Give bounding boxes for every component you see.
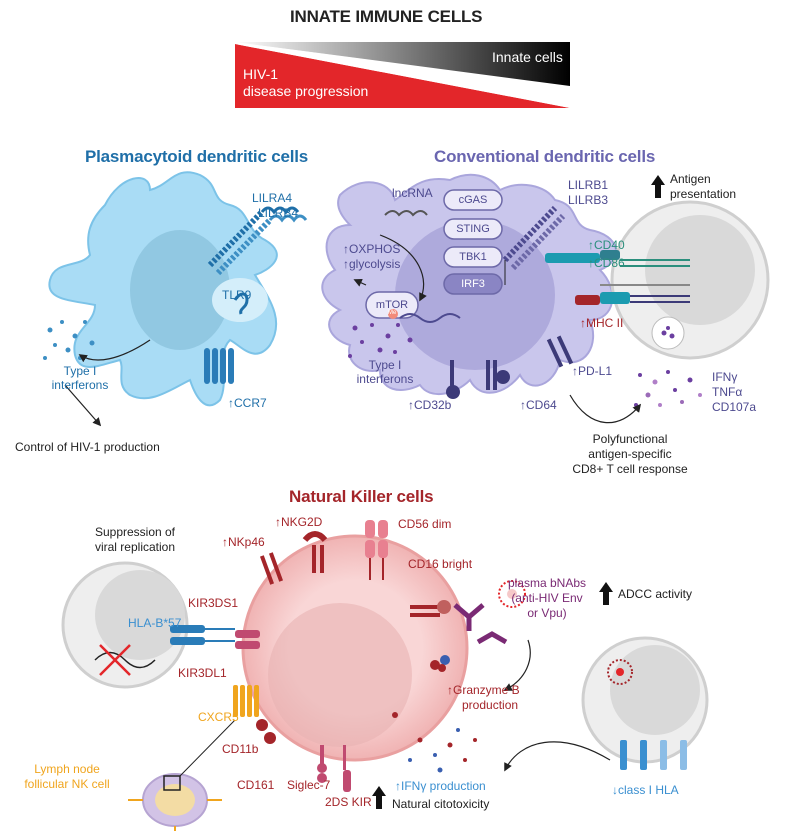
antigen-label-2: presentation xyxy=(670,187,737,201)
nkg2d-receptor xyxy=(302,531,328,573)
nk-title: Natural Killer cells xyxy=(289,487,434,506)
cd107a-label: CD107a xyxy=(712,400,757,414)
poly-label-2: antigen-specific xyxy=(588,447,672,461)
kir2ds-receptor xyxy=(343,745,351,792)
plasma-line2: (anti-HIV Env xyxy=(511,591,583,605)
sting-label: STING xyxy=(456,223,490,235)
cd16-receptor xyxy=(410,600,451,617)
methyl-label: Me xyxy=(388,310,397,316)
irf3-label: IRF3 xyxy=(461,278,485,290)
kir3dl1-label: KIR3DL1 xyxy=(178,666,227,680)
lilrb1-label: LILRB1 xyxy=(568,178,609,192)
poly-label-1: Polyfunctional xyxy=(592,432,668,446)
cdc-cell xyxy=(321,173,617,399)
tnfa-label: TNFα xyxy=(712,385,743,399)
virion-top xyxy=(498,580,526,608)
ccr7-receptor xyxy=(204,348,234,384)
suppression-line1: Suppression of xyxy=(94,525,176,539)
bnab-antibodies xyxy=(453,603,508,645)
lilra4-label: LILRA4 xyxy=(252,191,293,205)
poly-label-3: CD8+ T cell response xyxy=(572,462,688,476)
ifng-production-label: ↑IFNγ production xyxy=(395,779,486,793)
progression-gradient xyxy=(235,42,570,108)
nk-ifng-dots xyxy=(408,728,477,773)
cd56-label: CD56 dim xyxy=(398,517,452,531)
nkp46-label: ↑NKp46 xyxy=(222,535,265,549)
ifng-label: IFNγ xyxy=(712,370,738,384)
cxcr5-label: CXCR5 xyxy=(198,710,239,724)
innate-cells-label: Innate cells xyxy=(492,49,563,65)
siglec-label: Siglec-7 xyxy=(287,778,331,792)
lymph-line2: follicular NK cell xyxy=(24,777,110,791)
up-arrows xyxy=(372,175,665,809)
tlr9-label: TLR9 xyxy=(222,288,252,302)
ccr7-label: ↑CCR7 xyxy=(228,396,267,410)
kir3ds1-label: KIR3DS1 xyxy=(188,596,239,610)
pdl1-label: ↑PD-L1 xyxy=(572,364,613,378)
plasma-line3: or Vpu) xyxy=(527,606,567,620)
cxcr5-receptor xyxy=(233,685,259,717)
lymph-node-icon xyxy=(128,719,236,831)
cd56-receptor xyxy=(365,520,388,580)
cdc-ifn-line2: interferons xyxy=(356,372,414,386)
pdc-ifn-dots xyxy=(43,320,95,360)
hiv-label-line2: disease progression xyxy=(243,83,369,99)
kir-receptors xyxy=(235,630,260,649)
page-title: INNATE IMMUNE CELLS xyxy=(290,7,483,26)
control-hiv-label: Control of HIV-1 production xyxy=(15,440,160,454)
granzyme-line1: ↑Granzyme B xyxy=(447,683,520,697)
class1-hla-molecules xyxy=(620,740,687,770)
cd16-label: CD16 bright xyxy=(408,557,473,571)
nkg2d-label: ↑NKG2D xyxy=(275,515,323,529)
class1-hla-label: ↓class I HLA xyxy=(612,783,679,797)
oxphos-label: ↑OXPHOS xyxy=(343,242,401,256)
pdc-cell xyxy=(43,171,308,427)
lilrb3-label: LILRB3 xyxy=(568,193,609,207)
cd40-label: ↑CD40 xyxy=(588,238,625,252)
pdc-title: Plasmacytoid dendritic cells xyxy=(85,147,309,166)
adcc-label: ADCC activity xyxy=(618,587,693,601)
infected-cell xyxy=(61,561,235,689)
cdc-title: Conventional dendritic cells xyxy=(434,147,656,166)
mtor-label: mTOR xyxy=(375,299,409,311)
cd11b-receptor xyxy=(256,719,276,744)
granzyme-line2: production xyxy=(462,698,519,712)
tbk1-label: TBK1 xyxy=(459,251,487,263)
hiv-label-line1: HIV-1 xyxy=(243,66,279,82)
cytotoxicity-label: Natural citotoxicity xyxy=(392,797,490,811)
mhc2-label: ↑MHC II xyxy=(580,316,624,330)
cgas-label: cGAS xyxy=(458,194,488,206)
cd86-label: ↑CD86 xyxy=(588,256,625,270)
nk-cell xyxy=(233,520,469,792)
cdc-ifn-dots xyxy=(348,323,413,358)
cd161-label: CD161 xyxy=(237,778,275,792)
cdc-ifn-line1: Type I xyxy=(368,358,402,372)
cd64-label: ↑CD64 xyxy=(520,398,557,412)
antigen-label-1: Antigen xyxy=(670,172,711,186)
siglec-receptor xyxy=(317,745,327,783)
t-cell xyxy=(545,200,770,360)
pdc-ifn-line1: Type I xyxy=(63,364,97,378)
kir2ds-label: 2DS KIR xyxy=(325,795,372,809)
cd64-receptor xyxy=(486,360,510,390)
cd32b-label: ↑CD32b xyxy=(408,398,452,412)
cd32b-receptor xyxy=(446,360,460,399)
pdl1-receptor xyxy=(546,335,574,368)
lilrb4-label: LILRB4 xyxy=(258,206,299,220)
target-cell xyxy=(581,636,709,770)
plasma-line1: plasma bNAbs xyxy=(507,576,587,590)
glycolysis-label: ↑glycolysis xyxy=(343,257,401,271)
lncrna-label: lncRNA xyxy=(392,186,433,200)
lymph-line1: Lymph node xyxy=(34,762,100,776)
tcell-cytokine-dots xyxy=(634,370,702,407)
nkp46-receptor xyxy=(259,552,284,585)
suppression-line2: viral replication xyxy=(94,540,176,554)
cd11b-label: CD11b xyxy=(222,742,259,756)
hla-b57-label: HLA-B*57 xyxy=(128,616,182,630)
pdc-ifn-line2: interferons xyxy=(51,378,109,392)
